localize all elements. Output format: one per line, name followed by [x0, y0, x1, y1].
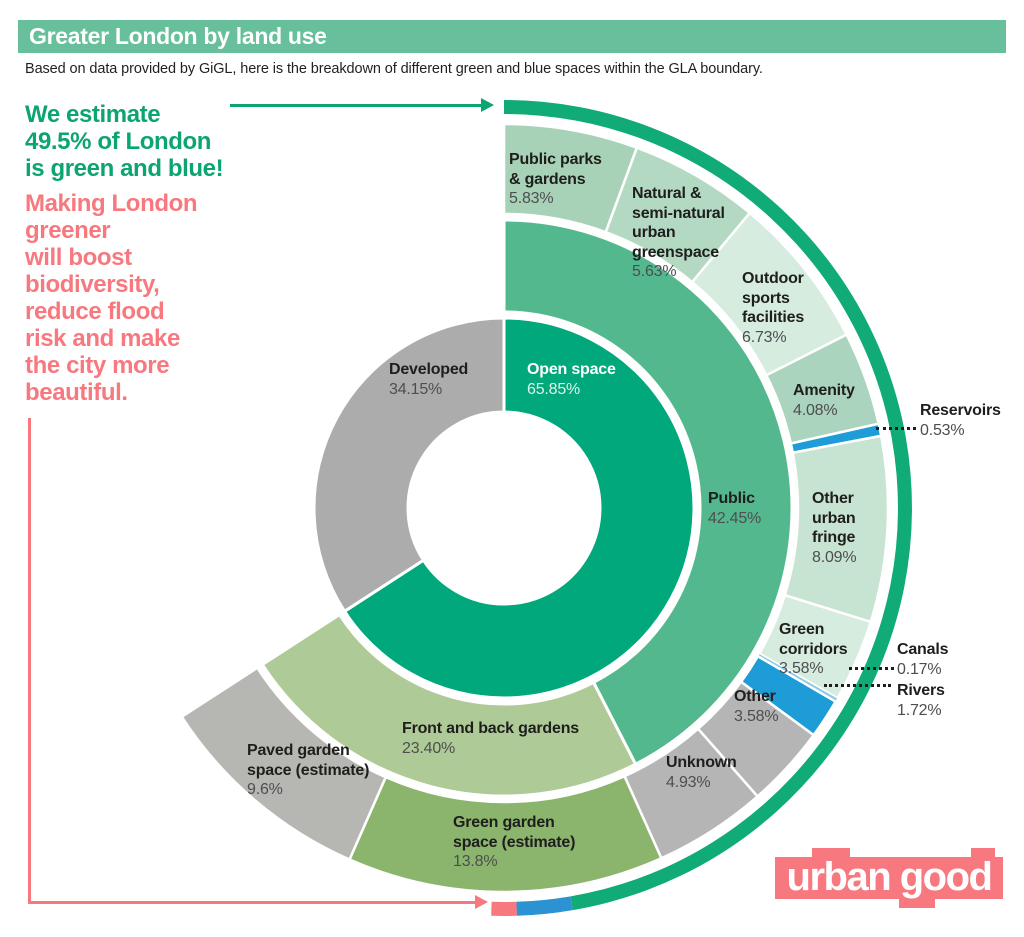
segment-value: 42.45%	[708, 509, 762, 527]
segment-name: Rivers	[897, 682, 945, 699]
leader-line-reservoirs	[876, 427, 916, 430]
segment-name: semi-natural	[632, 204, 725, 222]
segment-open-space	[342, 316, 696, 700]
note-line: is green and blue!	[25, 155, 224, 182]
segment-name: Other	[812, 490, 854, 507]
segment-developed	[312, 316, 506, 614]
label-reservoirs: Reservoirs 0.53%	[920, 401, 1001, 440]
segment-name: Other	[734, 688, 776, 705]
segment-name: Paved garden	[247, 742, 350, 759]
segment-value: 1.72%	[897, 701, 942, 719]
leader-line-canals	[849, 667, 894, 670]
label-other: Other 3.58%	[734, 687, 779, 726]
leader-line-rivers	[824, 684, 891, 687]
segment-value: 5.83%	[509, 190, 554, 207]
segment-name: fringe	[812, 529, 856, 546]
note-line: greener	[25, 217, 111, 244]
segment-public	[502, 218, 794, 767]
segment-fb-gardens	[260, 612, 638, 798]
logo-bump	[812, 848, 850, 858]
note-line: Making London	[25, 190, 198, 217]
segment-name: urban	[632, 224, 676, 241]
label-rivers: Rivers 1.72%	[897, 681, 945, 720]
pink-connector-horizontal	[28, 901, 476, 904]
segment-name: Unknown	[666, 754, 737, 771]
segment-name: Developed	[389, 361, 469, 378]
label-open-space: Open space 65.85%	[527, 360, 616, 399]
urban-good-logo: urban good	[775, 857, 1003, 899]
label-green-garden: Green garden space (estimate) 13.8%	[453, 813, 575, 872]
segment-value: 0.53%	[920, 421, 965, 439]
segment-name: space (estimate)	[247, 761, 370, 779]
label-other-urban-fringe: Other urban fringe 8.09%	[812, 489, 857, 567]
segment-name: Public	[708, 490, 755, 507]
segment-name: Green	[779, 621, 825, 638]
segment-value: 6.73%	[742, 328, 787, 346]
header-bar: Greater London by land use	[18, 20, 1006, 53]
segment-name: & gardens	[509, 170, 586, 188]
green-arrow-head-icon	[481, 98, 494, 112]
segment-value: 4.93%	[666, 773, 711, 791]
segment-name: Canals	[897, 641, 949, 658]
green-arrow-line	[230, 104, 482, 107]
label-green-corridors: Green corridors 3.58%	[779, 620, 848, 679]
label-unknown: Unknown 4.93%	[666, 753, 737, 792]
note-line: biodiversity,	[25, 271, 160, 298]
segment-value: 9.6%	[247, 781, 283, 798]
subtitle: Based on data provided by GiGL, here is …	[25, 61, 763, 77]
segment-value: 3.58%	[779, 660, 824, 677]
segment-name: Outdoor	[742, 270, 804, 287]
segment-name: Public parks	[509, 151, 602, 168]
note-line: We estimate	[25, 101, 161, 128]
label-public-parks: Public parks & gardens 5.83%	[509, 150, 602, 209]
note-line: the city more	[25, 352, 170, 379]
segment-arc-blue-spaces	[516, 896, 573, 916]
label-natural: Natural & semi-natural urban greenspace 5.63…	[632, 184, 725, 282]
segment-value: 4.08%	[793, 401, 838, 419]
segment-paved-garden	[180, 666, 388, 862]
segment-name: Green garden	[453, 814, 555, 831]
page-title: Greater London by land use	[29, 23, 327, 49]
pink-connector-vertical	[28, 418, 31, 904]
segment-arc-end-marker	[491, 901, 517, 917]
note-line: beautiful.	[25, 379, 128, 406]
segment-name: space (estimate)	[453, 833, 576, 851]
label-amenity: Amenity 4.08%	[793, 381, 855, 420]
segment-value: 3.58%	[734, 707, 779, 725]
segment-value: 8.09%	[812, 548, 857, 566]
segment-name: Amenity	[793, 382, 855, 399]
logo-bump	[899, 898, 935, 908]
segment-value: 5.63%	[632, 263, 677, 280]
label-canals: Canals 0.17%	[897, 640, 948, 679]
note-line: will boost	[25, 244, 132, 271]
segment-name: Reservoirs	[920, 402, 1001, 419]
segment-name: Front and back gardens	[402, 720, 579, 737]
segment-name: greenspace	[632, 243, 719, 261]
segment-name: Natural &	[632, 185, 702, 202]
segment-name: Open space	[527, 361, 616, 378]
segment-value: 23.40%	[402, 739, 456, 757]
note-line: 49.5% of London	[25, 128, 212, 155]
segment-name: sports	[742, 289, 790, 307]
segment-value: 65.85%	[527, 380, 581, 398]
label-public: Public 42.45%	[708, 489, 761, 528]
pink-arrow-head-icon	[475, 895, 488, 909]
logo-bump	[971, 848, 995, 858]
segment-name: facilities	[742, 309, 805, 326]
label-fb-gardens: Front and back gardens 23.40%	[402, 719, 579, 758]
label-developed: Developed 34.15%	[389, 360, 468, 399]
segment-value: 34.15%	[389, 380, 443, 398]
segment-value: 0.17%	[897, 660, 942, 678]
label-paved-garden: Paved garden space (estimate) 9.6%	[247, 741, 369, 800]
note-line: reduce flood	[25, 298, 165, 325]
segment-name: corridors	[779, 640, 848, 658]
segment-value: 13.8%	[453, 853, 498, 870]
note-line: risk and make	[25, 325, 180, 352]
segment-name: urban	[812, 509, 856, 527]
label-outdoor: Outdoor sports facilities 6.73%	[742, 269, 804, 347]
